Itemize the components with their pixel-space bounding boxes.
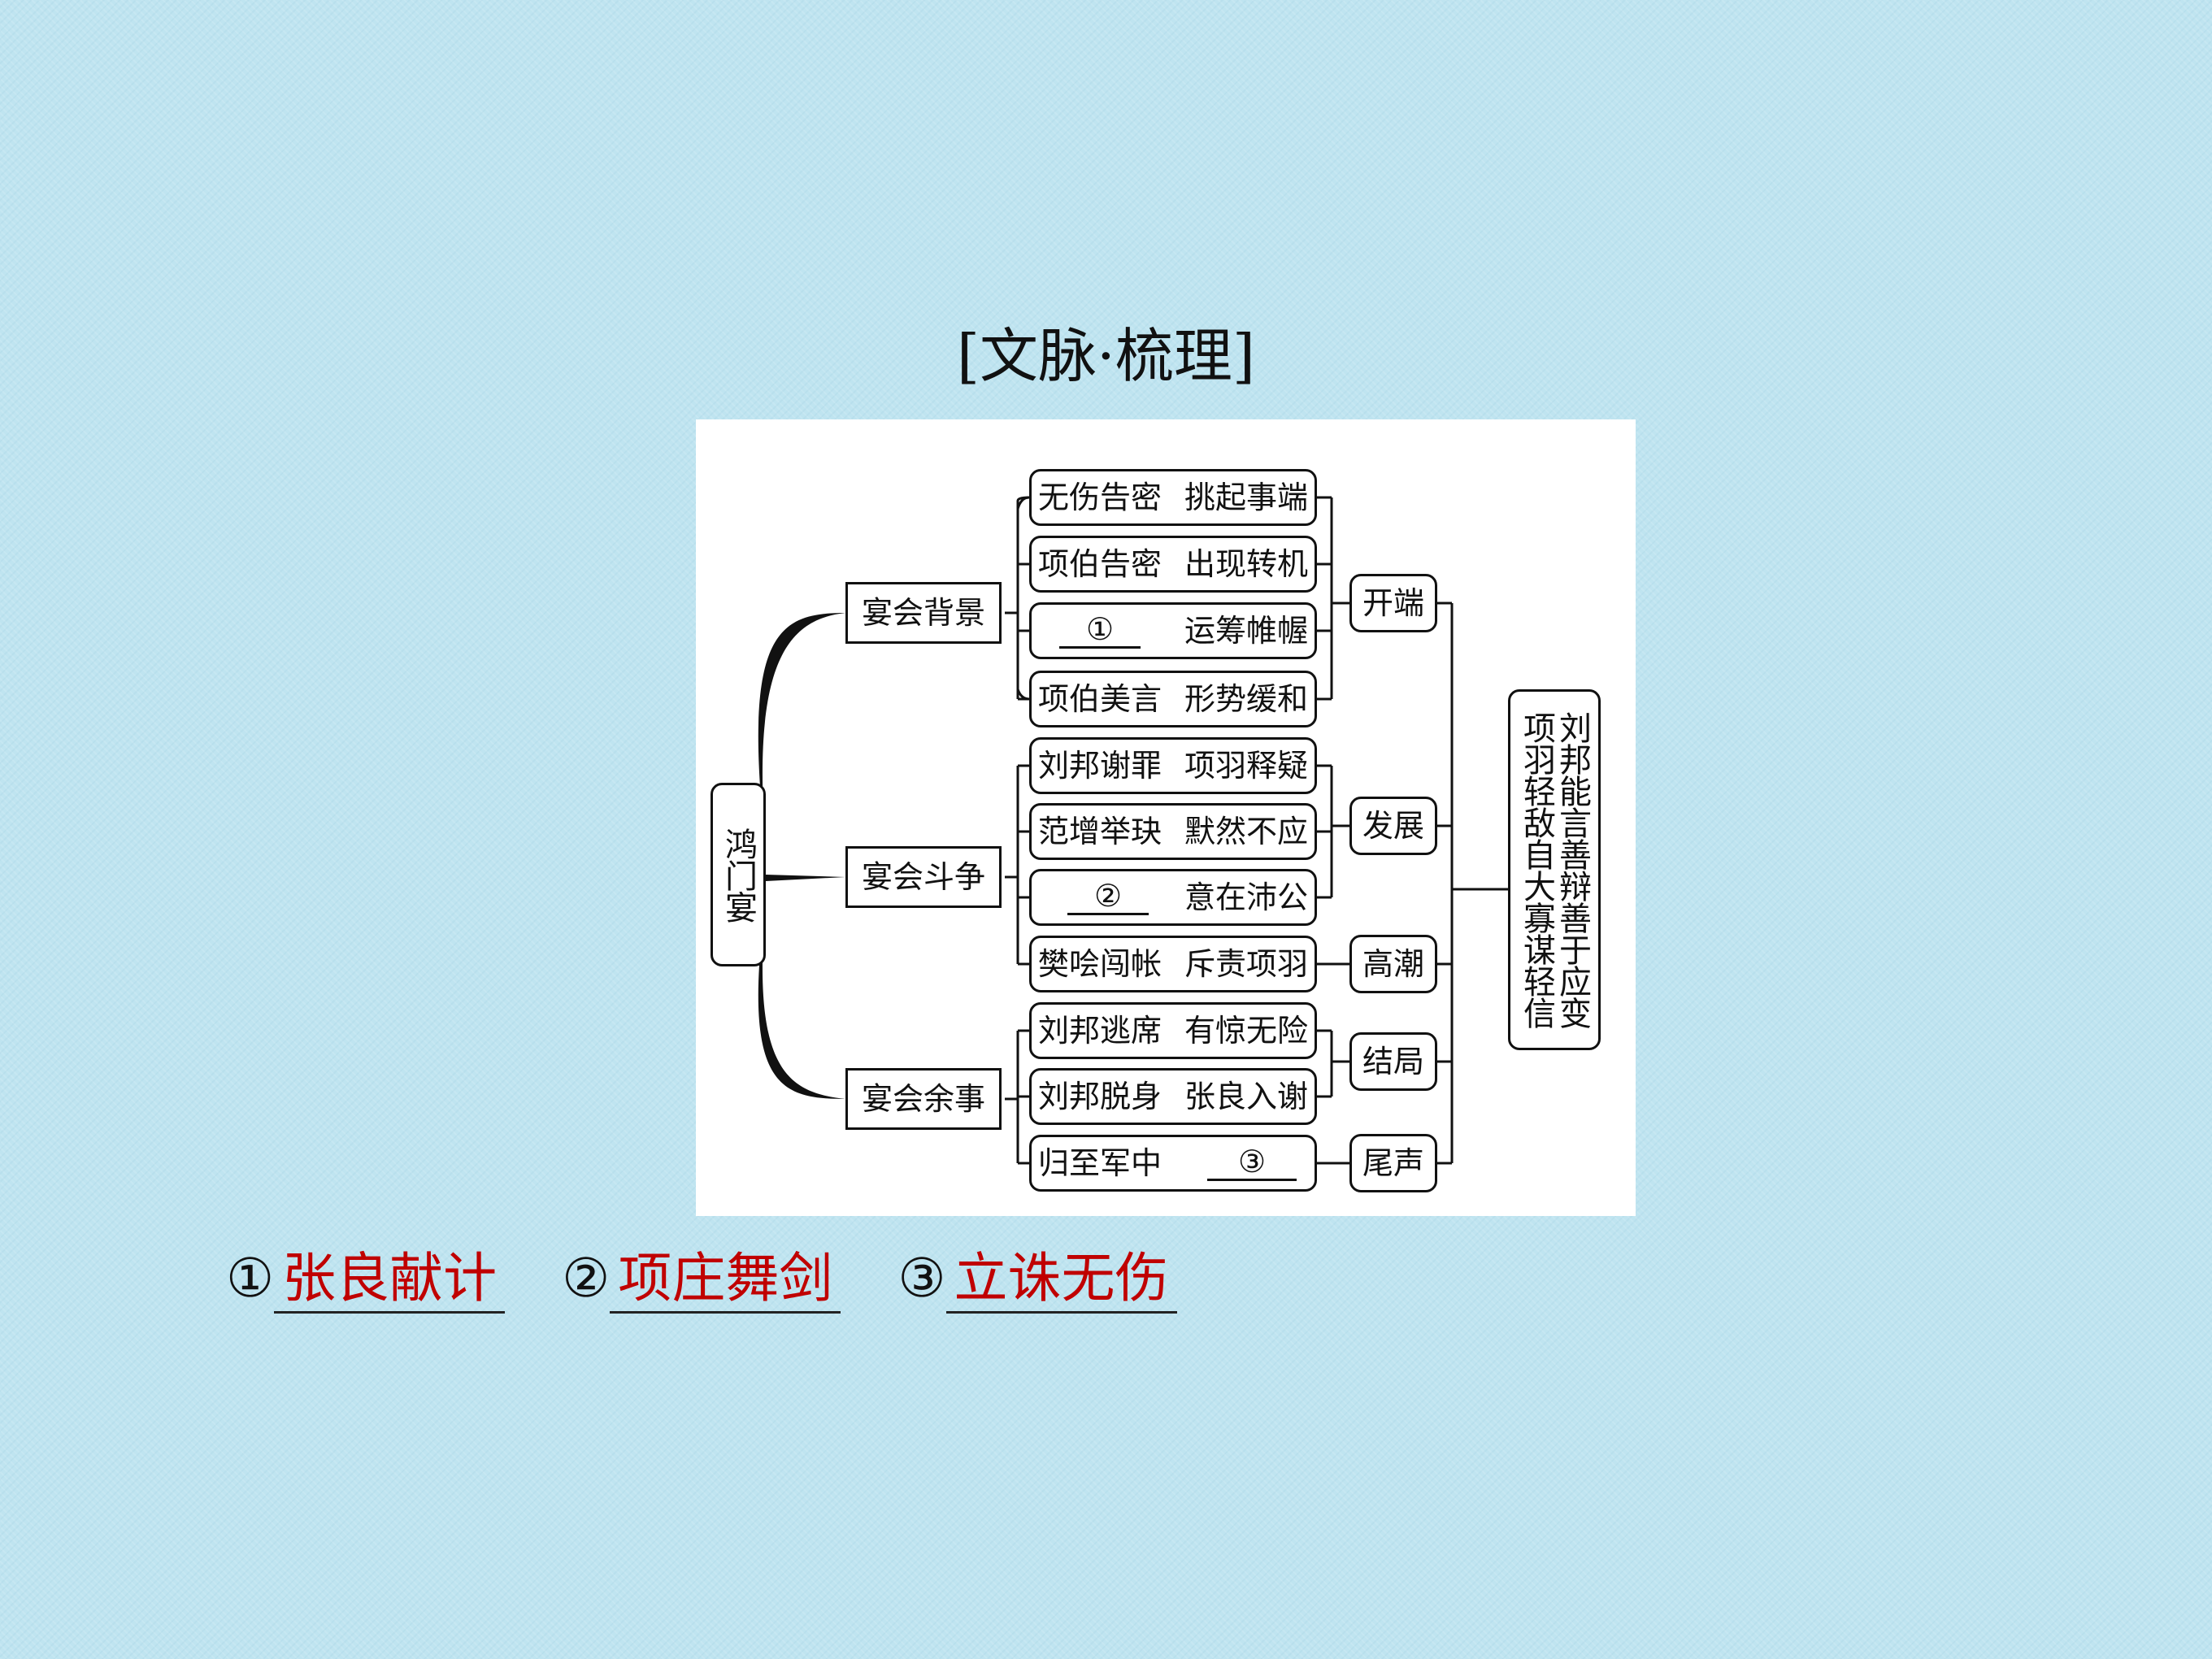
- stage-node: 尾声: [1349, 1134, 1437, 1192]
- event-node: 樊哙闯帐 斥责项羽: [1029, 936, 1317, 992]
- bracket-summary: [1437, 601, 1508, 1165]
- event-left: 项伯告密: [1038, 546, 1162, 582]
- answer-mark: ③: [897, 1247, 946, 1309]
- answer-key: ① 张良献计 ② 项庄舞剑 ③ 立诛无伤: [226, 1242, 1234, 1315]
- answer-text: 张良献计: [274, 1246, 506, 1314]
- event-node: 项伯告密 出现转机: [1029, 536, 1317, 593]
- event-right: 运筹帷幄: [1184, 613, 1308, 649]
- stage-node: 开端: [1349, 574, 1437, 632]
- event-right: 挑起事端: [1184, 480, 1308, 515]
- event-node: 项伯美言 形势缓和: [1029, 671, 1317, 727]
- blank-1: ①: [1059, 614, 1141, 649]
- event-node: 范增举玦 默然不应: [1029, 803, 1317, 860]
- event-left: 无伤告密: [1038, 480, 1162, 515]
- event-node-blank: ① 运筹帷幄: [1029, 602, 1317, 659]
- root-bracket-middle: [766, 875, 845, 881]
- answer-text: 立诛无伤: [945, 1246, 1177, 1314]
- bracket-stage-2: [1317, 764, 1349, 899]
- group-node-background: 宴会背景: [845, 582, 1002, 644]
- event-node: 无伤告密 挑起事端: [1029, 469, 1317, 526]
- stage-node: 高潮: [1349, 935, 1437, 993]
- group-node-aftermath: 宴会余事: [845, 1068, 1002, 1130]
- summary-column-liubang: 刘邦能言善辩善于应变: [1554, 711, 1591, 1028]
- stage-label: 高潮: [1362, 946, 1424, 982]
- bracket-group-2: [1005, 764, 1029, 966]
- structure-diagram: 鸿门宴 宴会背景 宴会斗争 宴会余事 无伤告密 挑起事端 项伯告密 出现转机 ①…: [696, 419, 1636, 1216]
- bracket-stage-4: [1317, 1029, 1349, 1098]
- answer-1: ① 张良献计: [226, 1242, 506, 1315]
- group-label: 宴会斗争: [861, 859, 985, 895]
- event-right: 出现转机: [1184, 546, 1308, 582]
- blank-3: ③: [1207, 1146, 1297, 1181]
- answer-3: ③ 立诛无伤: [897, 1242, 1177, 1315]
- group-label: 宴会背景: [861, 595, 985, 631]
- stage-label: 发展: [1362, 808, 1424, 844]
- bracket-group-1: [1005, 496, 1030, 701]
- event-right: 项羽释疑: [1184, 748, 1308, 784]
- answer-text: 项庄舞剑: [610, 1246, 841, 1314]
- answer-mark: ①: [226, 1247, 275, 1309]
- root-node: 鸿门宴: [711, 783, 766, 966]
- stage-node: 发展: [1349, 797, 1437, 855]
- event-left: 刘邦脱身: [1038, 1079, 1162, 1114]
- event-right: 意在沛公: [1184, 879, 1308, 915]
- event-node: 刘邦谢罪 项羽释疑: [1029, 737, 1317, 794]
- event-left: 樊哙闯帐: [1038, 946, 1162, 982]
- answer-mark: ②: [562, 1247, 611, 1309]
- stage-label: 尾声: [1362, 1145, 1424, 1181]
- stage-label: 结局: [1362, 1044, 1424, 1079]
- connector-lines: [758, 496, 1508, 1165]
- bracket-group-1-arcs: [1016, 496, 1030, 701]
- summary-column-xiangyu: 项羽轻敌自大寡谋轻信: [1518, 711, 1555, 1028]
- event-node: 刘邦逃席 有惊无险: [1029, 1002, 1317, 1059]
- summary-node: 项羽轻敌自大寡谋轻信 刘邦能言善辩善于应变: [1508, 689, 1601, 1050]
- event-node: 刘邦脱身 张良入谢: [1029, 1068, 1317, 1125]
- event-right: 有惊无险: [1184, 1013, 1308, 1049]
- event-right: 斥责项羽: [1184, 946, 1308, 982]
- event-left: 刘邦逃席: [1038, 1013, 1162, 1049]
- root-bracket-bottom: [758, 901, 845, 1099]
- bracket-stage-1: [1317, 496, 1349, 701]
- root-label: 鸿门宴: [719, 827, 757, 923]
- event-node-blank: ② 意在沛公: [1029, 869, 1317, 926]
- event-left: 刘邦谢罪: [1038, 748, 1162, 784]
- stage-label: 开端: [1362, 585, 1424, 621]
- group-node-struggle: 宴会斗争: [845, 846, 1002, 908]
- root-bracket-top: [758, 613, 845, 849]
- event-right: 默然不应: [1184, 814, 1308, 849]
- event-left: 归至军中: [1038, 1145, 1162, 1181]
- bracket-group-3: [1005, 1029, 1029, 1165]
- event-left: 范增举玦: [1038, 814, 1162, 849]
- event-left: 项伯美言: [1038, 681, 1162, 717]
- group-label: 宴会余事: [861, 1081, 985, 1117]
- event-right: 张良入谢: [1184, 1079, 1308, 1114]
- page-title: [文脉·梳理]: [956, 322, 1256, 390]
- event-right: 形势缓和: [1184, 681, 1308, 717]
- answer-2: ② 项庄舞剑: [562, 1242, 841, 1315]
- stage-node: 结局: [1349, 1032, 1437, 1091]
- blank-2: ②: [1067, 880, 1149, 915]
- event-node-blank: 归至军中 ③: [1029, 1135, 1317, 1192]
